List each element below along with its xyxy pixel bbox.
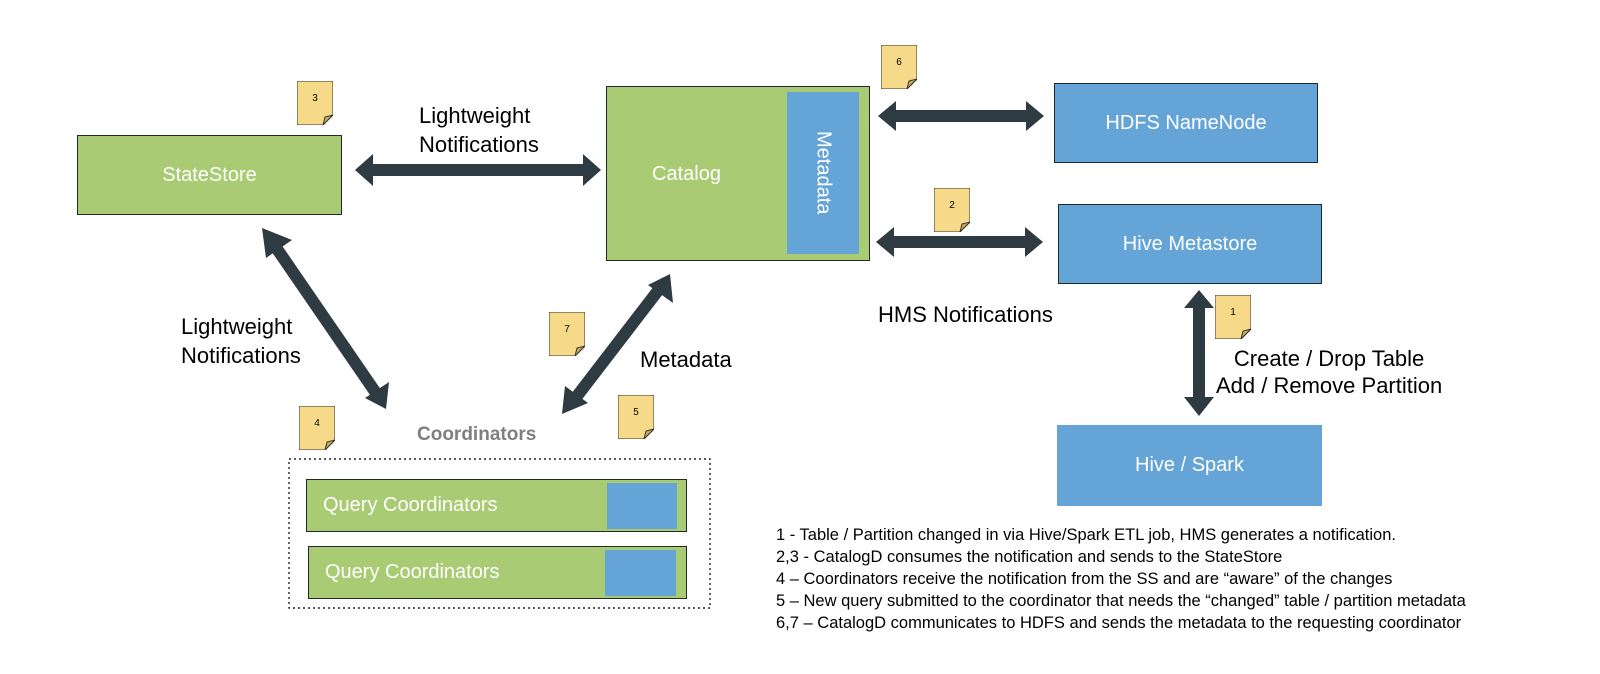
- arrow-catalog-hdfs: [878, 101, 1044, 131]
- sticky-note: 5: [618, 395, 654, 439]
- sticky-note: 6: [881, 45, 917, 89]
- query-coordinator-row: Query Coordinators: [308, 546, 687, 599]
- statestore-label: StateStore: [162, 163, 257, 186]
- lightweight-notifications-left-label: Lightweight Notifications: [181, 314, 301, 368]
- sticky-note: 2: [934, 188, 970, 232]
- statestore-node: StateStore: [77, 135, 342, 215]
- sticky-note: 3: [297, 81, 333, 125]
- legend: 1 - Table / Partition changed in via Hiv…: [776, 524, 1466, 634]
- arrow-statestore-coordinators: [270, 242, 383, 400]
- legend-item: 2,3 - CatalogD consumes the notification…: [776, 548, 1283, 566]
- hive-spark-label: Hive / Spark: [1135, 454, 1244, 476]
- hdfs-namenode-label: HDFS NameNode: [1105, 111, 1267, 134]
- hive-metastore-node: Hive Metastore: [1058, 204, 1322, 284]
- arrowhead-coordinators-right: [562, 386, 588, 414]
- sticky-note-number: 1: [1230, 307, 1236, 318]
- coordinators-dotted-border: [288, 458, 711, 609]
- legend-item: 1 - Table / Partition changed in via Hiv…: [776, 526, 1396, 544]
- query-coordinator-label: Query Coordinators: [325, 561, 500, 583]
- sticky-note-number: 7: [564, 324, 570, 335]
- arrowhead-catalog-up: [648, 274, 673, 303]
- sticky-note-number: 5: [633, 407, 639, 418]
- hive-metastore-label: Hive Metastore: [1122, 232, 1258, 255]
- metadata-label: Metadata: [812, 131, 835, 215]
- query-coordinator-metadata-block: [605, 550, 676, 596]
- catalog-label: Catalog: [652, 163, 721, 185]
- create-drop-label: Create / Drop Table Add / Remove Partiti…: [1216, 346, 1443, 398]
- query-coordinator-row: Query Coordinators: [306, 479, 687, 532]
- metadata-block: Metadata: [787, 92, 859, 254]
- coordinators-title: Coordinators: [417, 424, 537, 445]
- arrowhead-coordinators-left: [365, 382, 389, 409]
- hive-spark-node: Hive / Spark: [1057, 425, 1322, 506]
- metadata-edge-label: Metadata: [640, 347, 732, 372]
- hms-notifications-label: HMS Notifications: [878, 302, 1053, 327]
- sticky-note-number: 3: [312, 93, 318, 104]
- legend-item: 6,7 – CatalogD communicates to HDFS and …: [776, 614, 1462, 632]
- sticky-note-number: 2: [949, 200, 955, 211]
- legend-item: 4 – Coordinators receive the notificatio…: [776, 570, 1393, 588]
- lightweight-notifications-top-label: Lightweight Notifications: [419, 103, 539, 157]
- sticky-note-number: 6: [896, 57, 902, 68]
- hdfs-namenode-node: HDFS NameNode: [1054, 83, 1318, 163]
- query-coordinator-metadata-block: [607, 483, 677, 529]
- arrowhead-statestore-up: [262, 228, 292, 258]
- sticky-note: 4: [299, 406, 335, 450]
- sticky-note: 7: [549, 312, 585, 356]
- arrow-catalog-coordinators: [569, 284, 665, 404]
- query-coordinator-label: Query Coordinators: [323, 494, 498, 516]
- arrow-statestore-catalog: [355, 154, 601, 186]
- catalog-node: Catalog Metadata: [606, 86, 870, 261]
- arrow-catalog-hive-metastore: [876, 227, 1043, 257]
- sticky-note: 1: [1215, 295, 1251, 339]
- legend-item: 5 – New query submitted to the coordinat…: [776, 592, 1466, 610]
- sticky-note-number: 4: [314, 418, 320, 429]
- arrow-hive-metastore-hive-spark: [1184, 290, 1214, 416]
